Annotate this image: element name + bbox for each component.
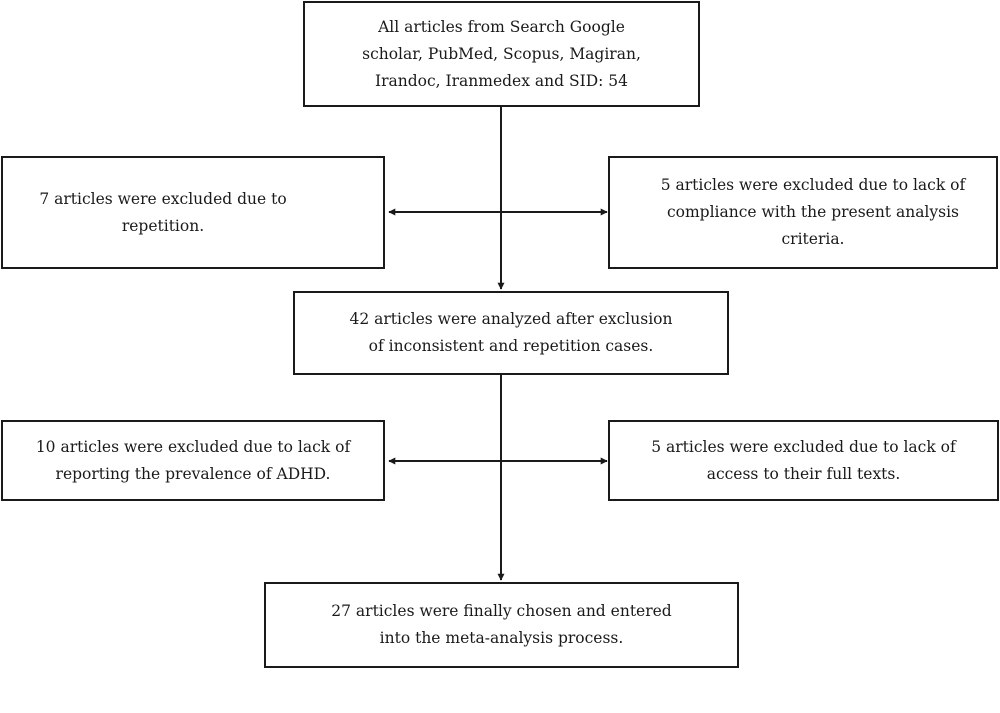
search-results-line-1: All articles from Search Google [378,17,625,36]
search-results-line-2: scholar, PubMed, Scopus, Magiran, [362,44,641,63]
analyzed-box: 42 articles were analyzed after exclusio… [293,291,729,375]
excluded-compliance-line-2: compliance with the present analysis [666,203,960,221]
excluded-access-line-2: access to their full texts. [706,464,901,483]
final-selection-line-1: 27 articles were finally chosen and ente… [331,602,672,620]
search-results-box: All articles from Search Google scholar,… [303,1,700,107]
excluded-access-line-1: 5 articles were excluded due to lack of [651,437,956,456]
excluded-repetition-box: 7 articles were excluded due to repetiti… [1,156,385,269]
analyzed-line-2: of inconsistent and repetition cases. [368,337,654,355]
excluded-compliance-box: 5 articles were excluded due to lack of … [608,156,998,269]
excluded-compliance-line-1: 5 articles were excluded due to lack of [660,176,966,194]
excluded-access-box: 5 articles were excluded due to lack of … [608,420,999,501]
excluded-repetition-line-2: repetition. [121,216,205,235]
final-selection-line-2: into the meta-analysis process. [379,629,624,647]
excluded-prevalence-line-2: reporting the prevalence of ADHD. [55,464,331,483]
excluded-prevalence-line-1: 10 articles were excluded due to lack of [35,437,351,456]
excluded-compliance-line-3: criteria. [781,230,845,248]
search-results-line-3: Irandoc, Iranmedex and SID: 54 [374,71,629,90]
excluded-prevalence-box: 10 articles were excluded due to lack of… [1,420,385,501]
excluded-repetition-line-1: 7 articles were excluded due to [39,189,287,208]
analyzed-line-1: 42 articles were analyzed after exclusio… [349,310,673,328]
final-selection-box: 27 articles were finally chosen and ente… [264,582,739,668]
